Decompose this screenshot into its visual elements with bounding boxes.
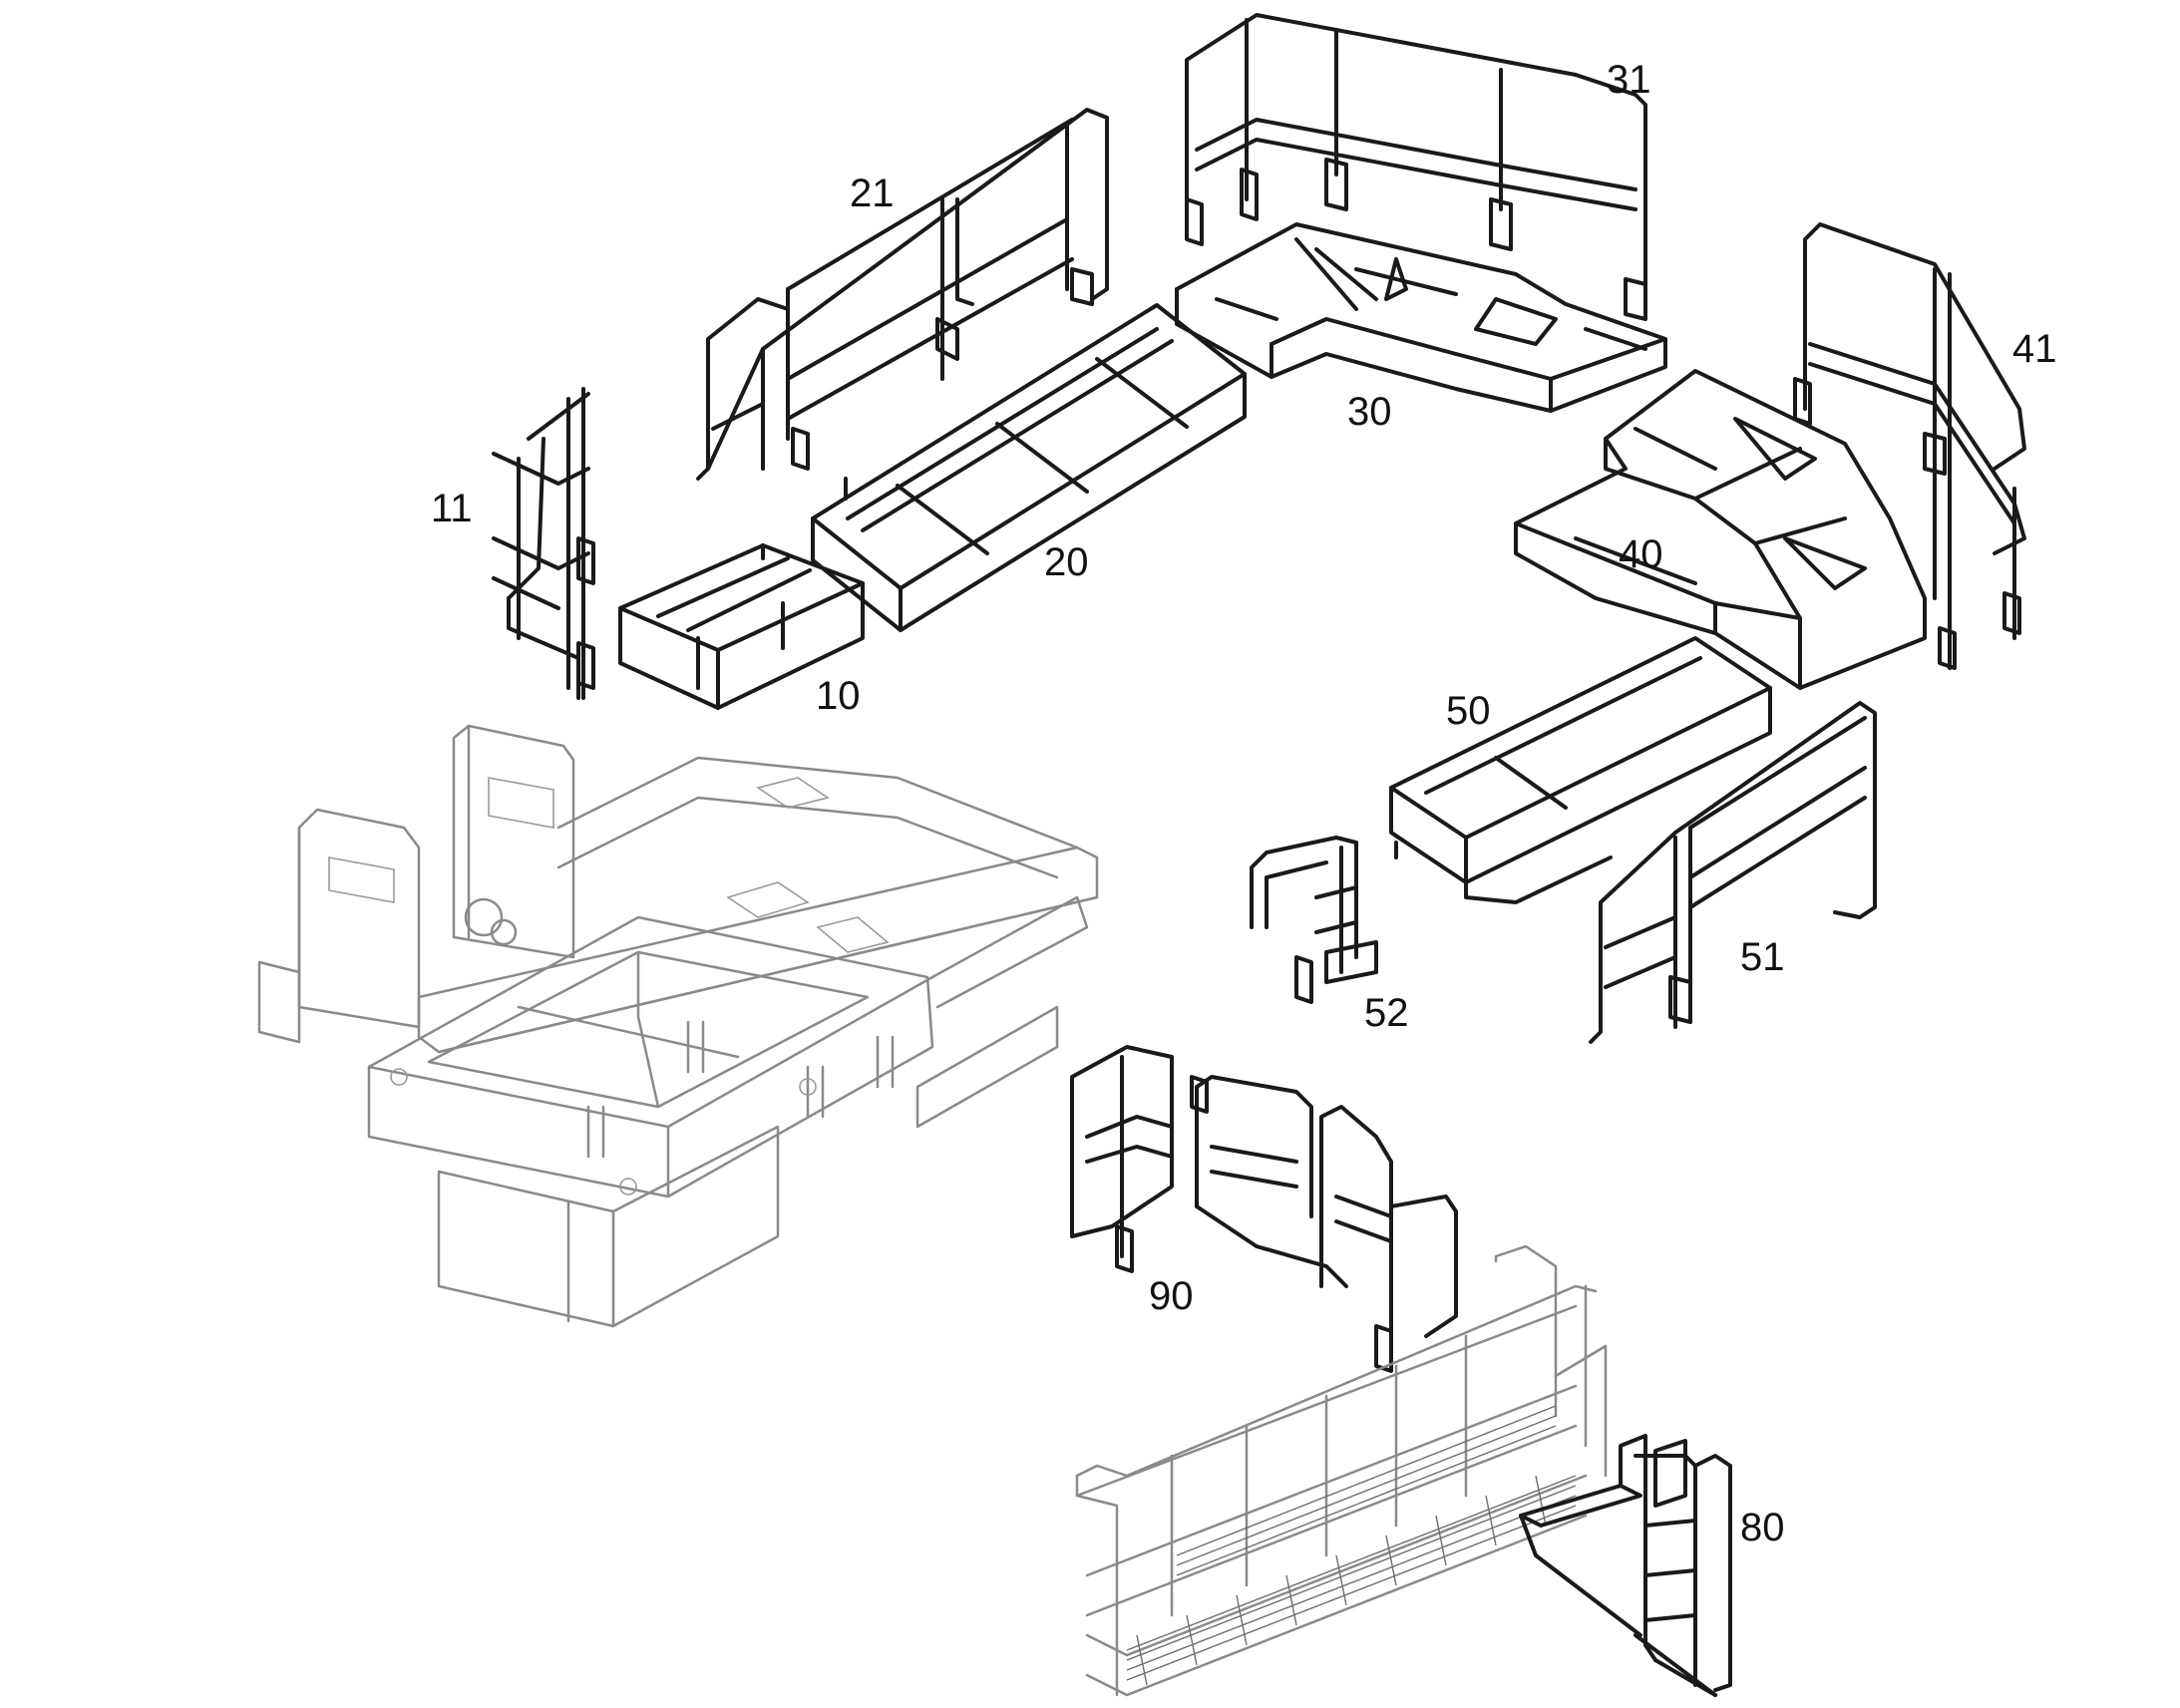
callout-10: 10	[816, 674, 861, 718]
main-frame-chassis	[257, 724, 1099, 1328]
main-frame-details	[328, 777, 890, 1196]
part-41-railing	[1793, 222, 2026, 670]
part-50-platform	[1389, 636, 1772, 904]
part-52-small-railing	[1250, 836, 1378, 1004]
callout-50: 50	[1446, 689, 1491, 733]
part-30-central-platform	[1175, 222, 1667, 413]
callout-31: 31	[1607, 58, 1651, 102]
part-11-handrail	[492, 387, 595, 700]
part-40-corner-platform	[1514, 369, 1927, 690]
part-90-railing	[1070, 1045, 1458, 1373]
callout-51: 51	[1740, 935, 1785, 979]
part-21-railing	[696, 108, 1109, 481]
walkway-platform-assembly	[1075, 1244, 1608, 1697]
part-80-ladder	[1519, 1434, 1732, 1697]
part-31-railing	[1185, 13, 1647, 321]
walkway-grating	[1126, 1405, 1577, 1686]
callout-30: 30	[1347, 390, 1392, 434]
callout-40: 40	[1619, 532, 1663, 576]
callout-41: 41	[2012, 327, 2057, 371]
callout-11: 11	[431, 487, 473, 530]
callout-80: 80	[1740, 1506, 1785, 1549]
callout-90: 90	[1149, 1274, 1194, 1318]
part-51-railing	[1589, 701, 1877, 1044]
callout-21: 21	[850, 171, 895, 215]
part-20-platform	[811, 303, 1247, 632]
callout-20: 20	[1044, 540, 1089, 584]
callout-52: 52	[1364, 991, 1409, 1035]
